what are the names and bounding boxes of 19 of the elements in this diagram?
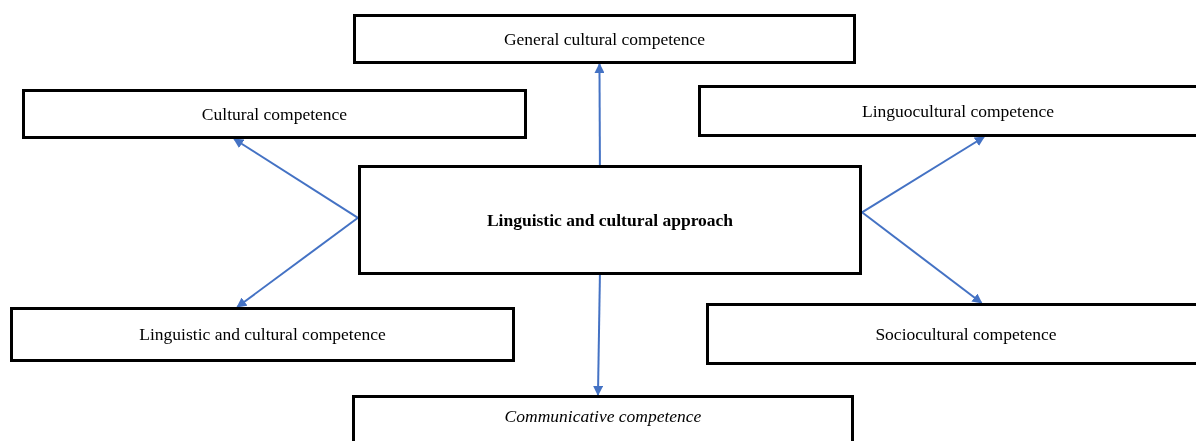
box-label: General cultural competence — [503, 28, 706, 50]
concept-box — [22, 89, 527, 139]
arrow — [236, 216, 359, 308]
concept-box — [358, 165, 862, 275]
arrow — [593, 274, 604, 396]
arrow — [861, 211, 983, 304]
concept-box — [698, 85, 1196, 137]
box-label: Linguistic and cultural approach — [486, 209, 734, 231]
box-label: Cultural competence — [201, 103, 348, 125]
arrow — [861, 136, 985, 214]
box-label: Sociocultural competence — [875, 323, 1057, 345]
box-label: Linguistic and cultural competence — [139, 324, 386, 345]
box-label: Communicative competence — [504, 406, 702, 427]
arrow — [594, 63, 605, 166]
arrow — [233, 138, 359, 219]
concept-box — [353, 14, 856, 64]
box-label: Linguocultural competence — [862, 100, 1054, 122]
concept-box — [706, 303, 1196, 365]
concept-box — [10, 307, 515, 362]
